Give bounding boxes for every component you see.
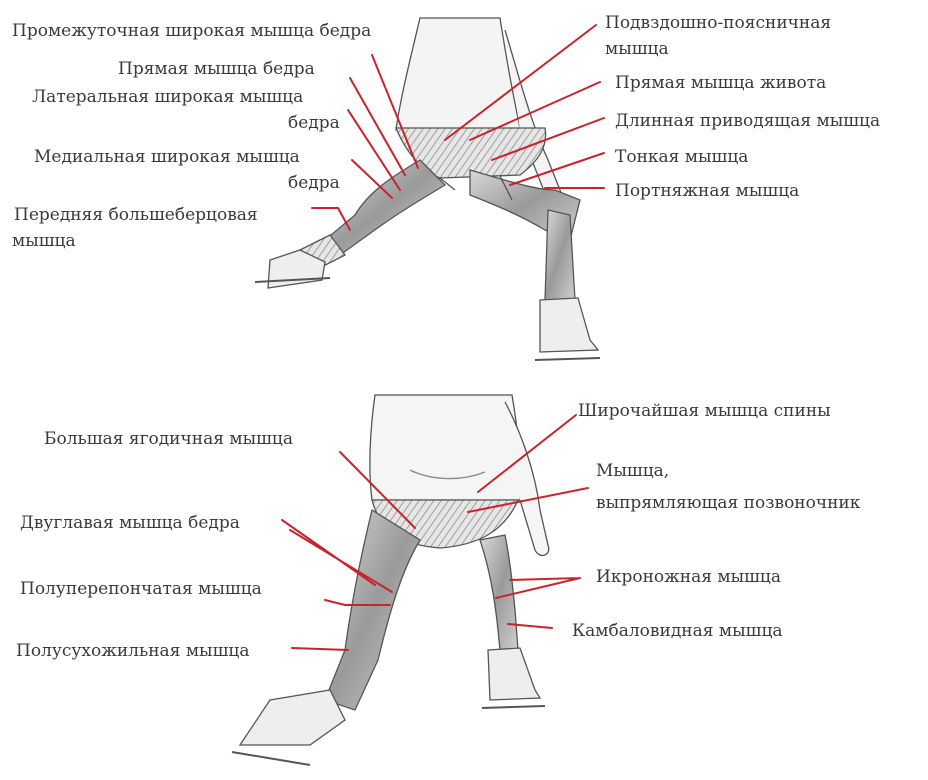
label-sartorius: Портняжная мышца <box>615 180 799 202</box>
leader-vastus-medialis <box>352 160 392 198</box>
label-rectus-abdominis: Прямая мышца живота <box>615 72 826 94</box>
label-semimembranosus: Полуперепончатая мышца <box>20 578 262 600</box>
back-view-figure <box>232 395 549 765</box>
label-vastus-lateralis-line1: Латеральная широкая мышца <box>32 86 303 108</box>
label-vastus-medialis-line1: Медиальная широкая мышца <box>34 146 300 168</box>
label-iliopsoas-line1: Подвздошно-поясничная <box>605 12 831 34</box>
label-iliopsoas-line2: мышца <box>605 38 669 60</box>
label-soleus: Камбаловидная мышца <box>572 620 783 642</box>
label-erector-spinae-line2: выпрямляющая позвоночник <box>596 492 860 514</box>
label-rectus-femoris: Прямая мышца бедра <box>118 58 315 80</box>
label-tibialis-anterior-line2: мышца <box>12 230 76 252</box>
label-gluteus-maximus: Большая ягодичная мышца <box>44 428 293 450</box>
label-erector-spinae-line1: Мышца, <box>596 460 669 482</box>
label-gastrocnemius: Икроножная мышца <box>596 566 781 588</box>
label-adductor-longus: Длинная приводящая мышца <box>615 110 880 132</box>
label-gracilis: Тонкая мышца <box>615 146 748 168</box>
leader-semitendinosus <box>292 648 348 650</box>
label-semitendinosus: Полусухожильная мышца <box>16 640 249 662</box>
label-latissimus-dorsi: Широчайшая мышца спины <box>578 400 831 422</box>
label-vastus-medialis-line2: бедра <box>288 172 340 194</box>
label-biceps-femoris: Двуглавая мышца бедра <box>20 512 240 534</box>
label-tibialis-anterior-line1: Передняя большеберцовая <box>14 204 258 226</box>
label-intermediate-vastus: Промежуточная широкая мышца бедра <box>12 20 371 42</box>
label-vastus-lateralis-line2: бедра <box>288 112 340 134</box>
